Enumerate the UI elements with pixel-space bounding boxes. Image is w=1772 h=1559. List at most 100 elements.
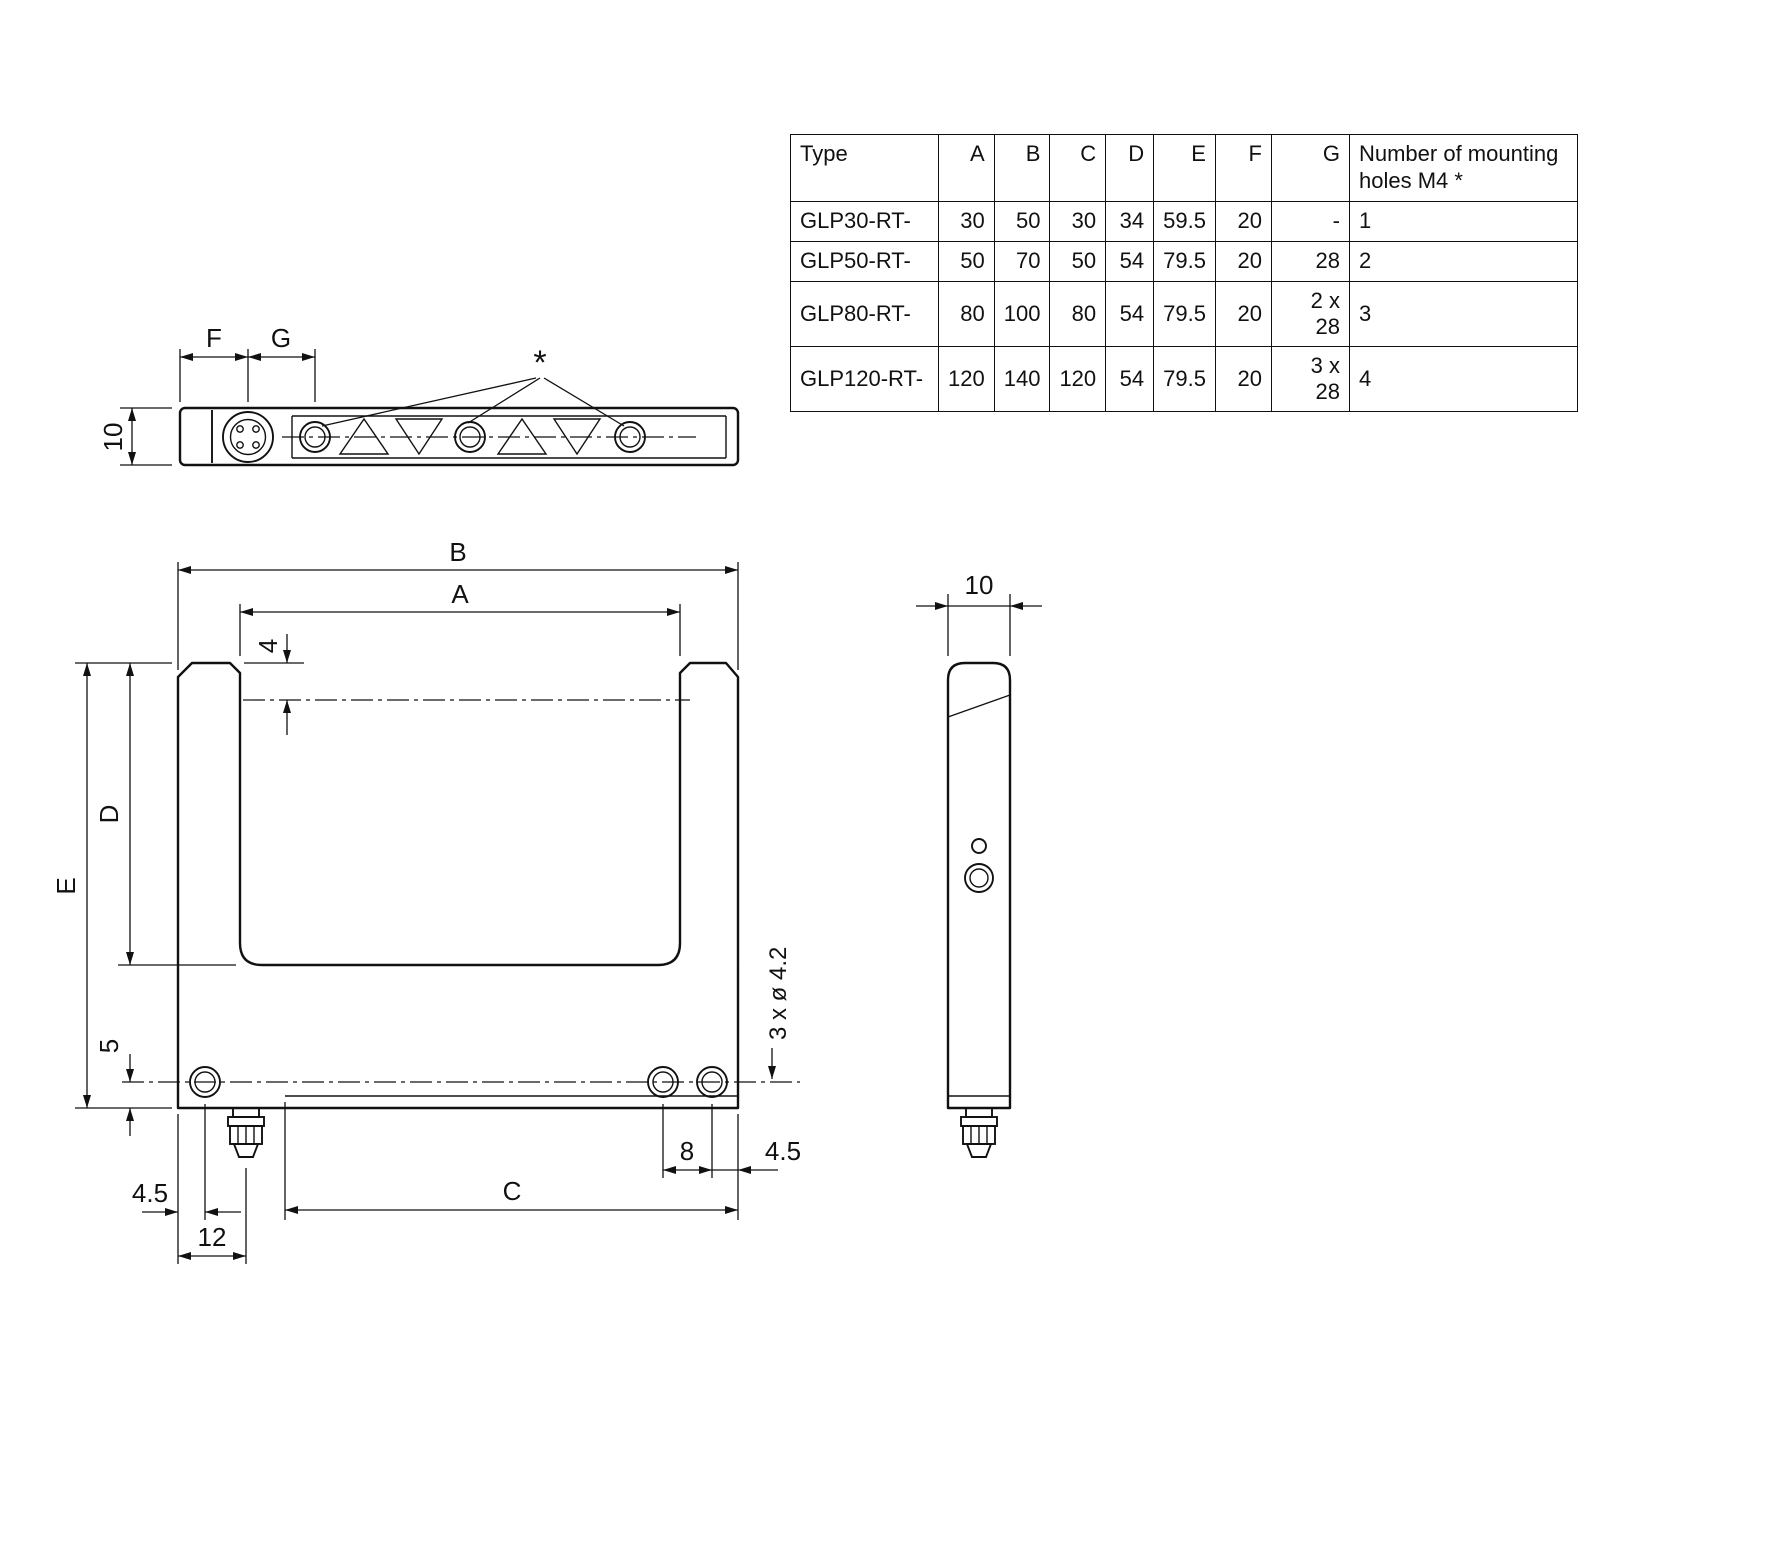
side-outline	[946, 661, 1012, 1110]
leader-line	[543, 377, 625, 427]
cell-g: 2 x 28	[1270, 280, 1350, 347]
cell-b: 100	[993, 280, 1051, 347]
cell-type: GLP50-RT-	[790, 240, 939, 282]
cell-c: 50	[1049, 240, 1107, 282]
cell-f: 20	[1214, 240, 1272, 282]
connector-pin	[252, 441, 260, 449]
cell-e: 79.5	[1153, 345, 1216, 412]
cell-f: 20	[1214, 345, 1272, 412]
col-header-holes: Number of mounting holes M4 *	[1348, 134, 1578, 202]
connector-front-view	[227, 1107, 265, 1158]
dim-e: E	[51, 663, 172, 1109]
cell-b: 70	[993, 240, 1051, 282]
dim-45-left: 4.5	[132, 1104, 241, 1264]
dim-d: D	[75, 662, 236, 966]
cell-d: 54	[1105, 280, 1155, 347]
cell-type: GLP30-RT-	[790, 200, 939, 242]
dim-a-label: A	[451, 579, 469, 609]
indicator-led	[971, 838, 987, 854]
col-header-b: B	[993, 134, 1051, 202]
cell-g: 28	[1270, 240, 1350, 282]
dim-e-label: E	[51, 877, 81, 894]
connector-pin	[236, 441, 244, 449]
cell-c: 30	[1049, 200, 1107, 242]
dim-width-10: 10	[916, 570, 1042, 656]
col-header-e: E	[1153, 134, 1216, 202]
connector-top-view	[222, 411, 274, 463]
cell-a: 80	[938, 280, 995, 347]
top-view: F G 10 *	[98, 323, 740, 467]
front-view: B A 4 D	[51, 537, 801, 1264]
hole-note: 3 x ø 4.2	[765, 947, 792, 1079]
dim-45-right: 4.5	[712, 1136, 801, 1174]
cell-e: 79.5	[1153, 240, 1216, 282]
cell-b: 50	[993, 200, 1051, 242]
dim-a: A	[239, 579, 681, 656]
cell-holes: 2	[1348, 240, 1578, 282]
col-header-c: C	[1049, 134, 1107, 202]
cell-holes: 1	[1348, 200, 1578, 242]
mounting-holes-callout: *	[321, 344, 625, 427]
hole-note-label: 3 x ø 4.2	[765, 947, 792, 1040]
col-header-f: F	[1214, 134, 1272, 202]
asterisk-label: *	[533, 344, 546, 382]
dim-45-right-label: 4.5	[765, 1136, 801, 1166]
spec-table: Type A B C D E F G Number of mounting ho…	[790, 134, 1578, 412]
dim-45-left-label: 4.5	[132, 1178, 168, 1208]
cell-g: 3 x 28	[1270, 345, 1350, 412]
dim-8-label: 8	[680, 1136, 694, 1166]
cell-d: 54	[1105, 240, 1155, 282]
cell-b: 140	[993, 345, 1051, 412]
leader-line	[467, 377, 541, 424]
cell-f: 20	[1214, 280, 1272, 347]
table-row: GLP120-RT- 120 140 120 54 79.5 20 3 x 28…	[790, 345, 1578, 412]
cell-d: 54	[1105, 345, 1155, 412]
cell-a: 50	[938, 240, 995, 282]
dim-f: F	[179, 323, 249, 402]
col-header-g: G	[1270, 134, 1350, 202]
connector-pin	[236, 425, 244, 433]
cell-g: -	[1270, 200, 1350, 242]
cell-c: 80	[1049, 280, 1107, 347]
dim-b-label: B	[449, 537, 466, 567]
cell-type: GLP80-RT-	[790, 280, 939, 347]
dim-4-label: 4	[253, 639, 283, 653]
connector-pin	[252, 425, 260, 433]
top-view-outline	[178, 406, 740, 467]
dim-g-label: G	[271, 323, 291, 353]
leader-line	[321, 377, 537, 427]
col-header-a: A	[938, 134, 995, 202]
side-dim-10-label: 10	[965, 570, 994, 600]
dim-5: 5	[94, 1039, 134, 1136]
mounting-hole	[189, 1066, 221, 1098]
dim-10-label: 10	[98, 423, 128, 452]
dim-d-label: D	[94, 805, 124, 824]
dim-5-label: 5	[94, 1039, 124, 1053]
dim-12-label: 12	[198, 1222, 227, 1252]
dim-f-label: F	[206, 323, 222, 353]
table-header-row: Type A B C D E F G Number of mounting ho…	[790, 134, 1578, 202]
cell-holes: 4	[1348, 345, 1578, 412]
cell-holes: 3	[1348, 280, 1578, 347]
cell-d: 34	[1105, 200, 1155, 242]
fork-outline	[176, 661, 740, 1110]
cell-type: GLP120-RT-	[790, 345, 939, 412]
dim-axis-offset: 4	[253, 634, 291, 735]
adjuster	[964, 863, 994, 893]
cell-f: 20	[1214, 200, 1272, 242]
table-row: GLP80-RT- 80 100 80 54 79.5 20 2 x 28 3	[790, 280, 1578, 347]
dim-8: 8	[662, 1104, 713, 1178]
cell-a: 120	[938, 345, 995, 412]
table-row: GLP50-RT- 50 70 50 54 79.5 20 28 2	[790, 240, 1578, 282]
side-view: 10	[916, 570, 1042, 1158]
connector-side-view	[960, 1107, 998, 1158]
cell-a: 30	[938, 200, 995, 242]
cell-c: 120	[1049, 345, 1107, 412]
table-row: GLP30-RT- 30 50 30 34 59.5 20 - 1	[790, 200, 1578, 242]
dim-b: B	[177, 537, 739, 670]
dim-12: 12	[178, 1168, 247, 1264]
top-chamfer-edge	[947, 694, 1011, 718]
cell-e: 59.5	[1153, 200, 1216, 242]
